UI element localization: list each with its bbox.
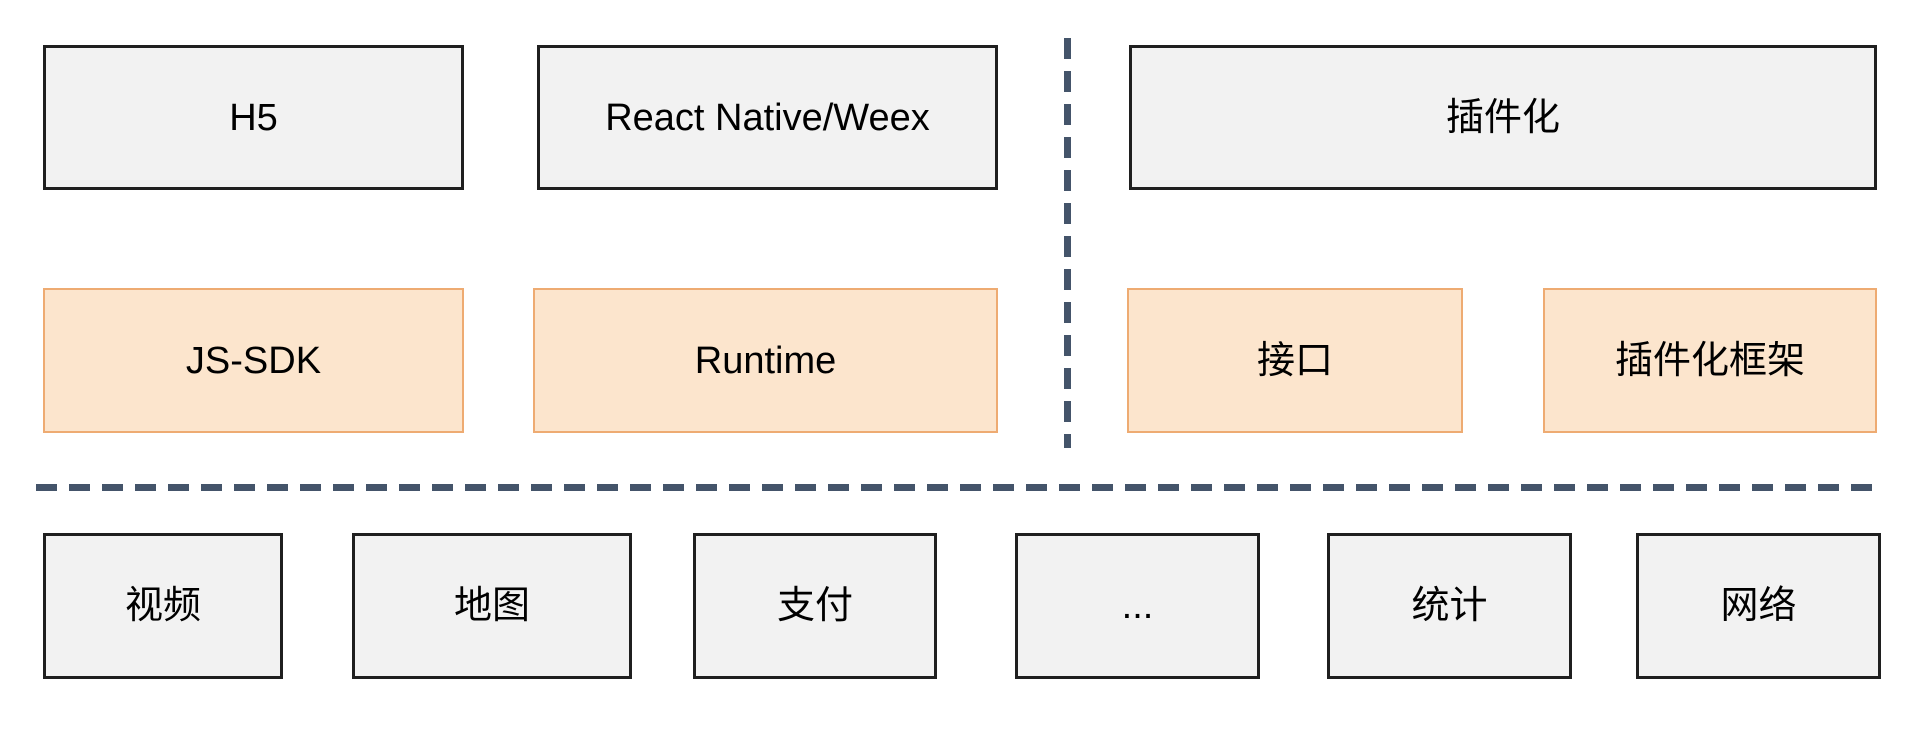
diagram-box-interface: 接口 — [1127, 288, 1463, 433]
diagram-box-payment: 支付 — [693, 533, 937, 679]
horizontal-dashed-divider — [36, 484, 1884, 491]
diagram-box-statistics: 统计 — [1327, 533, 1572, 679]
diagram-box-react-native-weex: React Native/Weex — [537, 45, 998, 190]
diagram-box-video: 视频 — [43, 533, 283, 679]
diagram-box-network: 网络 — [1636, 533, 1881, 679]
diagram-box-pluginization: 插件化 — [1129, 45, 1877, 190]
diagram-box-map: 地图 — [352, 533, 632, 679]
vertical-dashed-divider — [1064, 38, 1071, 448]
diagram-box-plugin-framework: 插件化框架 — [1543, 288, 1877, 433]
diagram-box-js-sdk: JS-SDK — [43, 288, 464, 433]
diagram-box-ellipsis: ... — [1015, 533, 1260, 679]
diagram-box-runtime: Runtime — [533, 288, 998, 433]
diagram-box-h5: H5 — [43, 45, 464, 190]
